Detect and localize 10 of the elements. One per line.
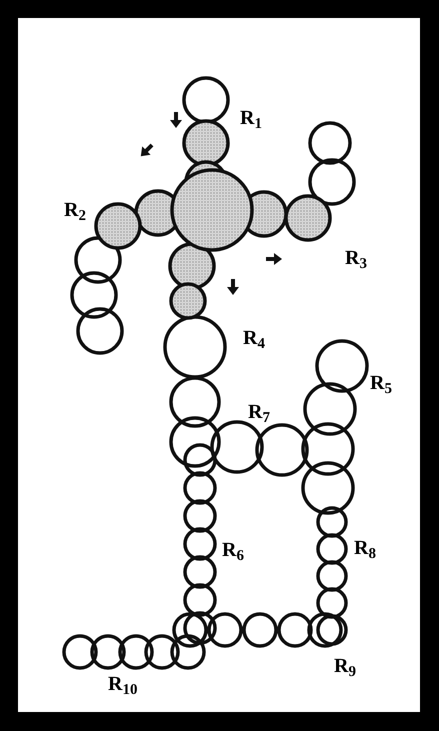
region-label: R$_{6}$ [222, 540, 244, 560]
region-label: R$_{5}$ [370, 373, 392, 393]
region-label: R$_{8}$ [354, 538, 376, 558]
region-label: R$_{2}$ [64, 200, 86, 220]
region-label: R$_{1}$ [240, 108, 262, 128]
region-label: R$_{7}$ [248, 402, 270, 422]
region-label: R$_{4}$ [243, 328, 265, 348]
region-label: R$_{9}$ [334, 656, 356, 676]
region-label: R$_{10}$ [108, 674, 138, 694]
region-label: R$_{3}$ [345, 248, 367, 268]
